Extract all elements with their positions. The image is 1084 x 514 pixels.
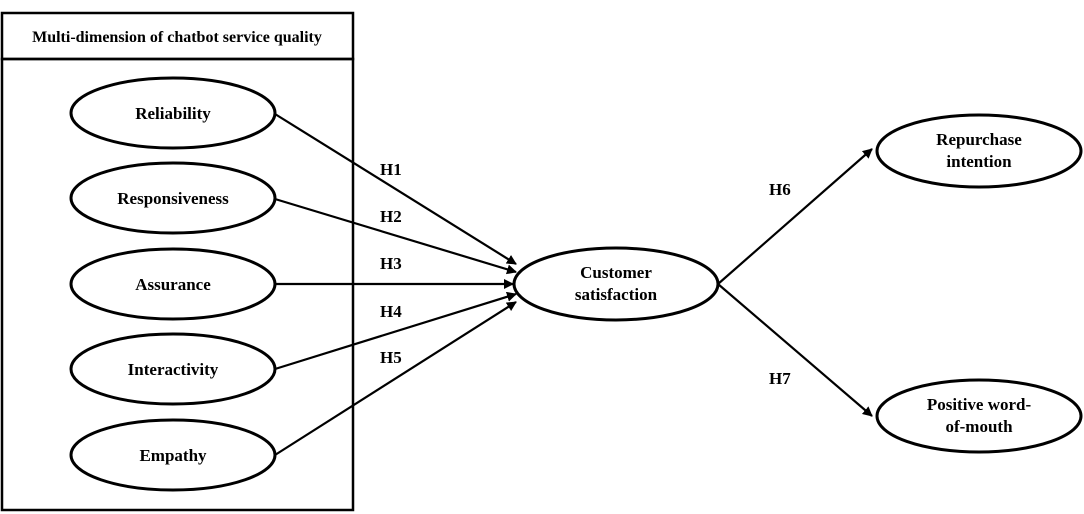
edge-h1 [274, 113, 517, 265]
edge-h6 [717, 148, 873, 285]
edge-h2 [274, 197, 517, 275]
ellipse-customer-satisfaction [512, 246, 720, 322]
label-empathy: Empathy [139, 446, 207, 465]
ellipse-assurance [69, 247, 277, 321]
label-positive-wom-line1: Positive word- [927, 395, 1032, 414]
ellipse-responsiveness [69, 161, 277, 235]
edge-h7 [717, 283, 873, 417]
ellipse-empathy [69, 418, 277, 492]
label-repurchase-intention-line2: intention [946, 152, 1012, 171]
hypothesis-h4: H4 [380, 302, 402, 321]
node-responsiveness: Responsiveness [69, 161, 277, 235]
edge-h4 [274, 291, 517, 371]
node-customer-satisfaction: Customer satisfaction [512, 246, 720, 322]
hypothesis-h5: H5 [380, 348, 402, 367]
group-title: Multi-dimension of chatbot service quali… [32, 29, 322, 46]
hypothesis-h7: H7 [769, 369, 791, 388]
label-interactivity: Interactivity [128, 360, 219, 379]
ellipse-interactivity [69, 332, 277, 406]
edges-satisfaction-to-outcomes [717, 148, 873, 417]
edges-dimensions-to-satisfaction [274, 113, 517, 456]
node-assurance: Assurance [69, 247, 277, 321]
edge-h5 [274, 301, 517, 456]
label-assurance: Assurance [135, 275, 211, 294]
ellipse-positive-word-of-mouth [875, 378, 1083, 454]
node-positive-word-of-mouth: Positive word- of-mouth [875, 378, 1083, 454]
label-positive-wom-line2: of-mouth [945, 417, 1013, 436]
label-customer-satisfaction-line1: Customer [580, 263, 652, 282]
label-reliability: Reliability [135, 104, 211, 123]
node-interactivity: Interactivity [69, 332, 277, 406]
node-reliability: Reliability [69, 76, 277, 150]
node-repurchase-intention: Repurchase intention [875, 113, 1083, 189]
hypothesis-h6: H6 [769, 180, 791, 199]
label-responsiveness: Responsiveness [117, 189, 229, 208]
label-repurchase-intention-line1: Repurchase [936, 130, 1022, 149]
ellipse-repurchase-intention [875, 113, 1083, 189]
hypothesis-h3: H3 [380, 254, 402, 273]
hypothesis-labels: H1 H2 H3 H4 H5 H6 H7 [380, 160, 791, 388]
node-empathy: Empathy [69, 418, 277, 492]
hypothesis-h1: H1 [380, 160, 402, 179]
hypothesis-h2: H2 [380, 207, 402, 226]
label-customer-satisfaction-line2: satisfaction [575, 285, 658, 304]
ellipse-reliability [69, 76, 277, 150]
